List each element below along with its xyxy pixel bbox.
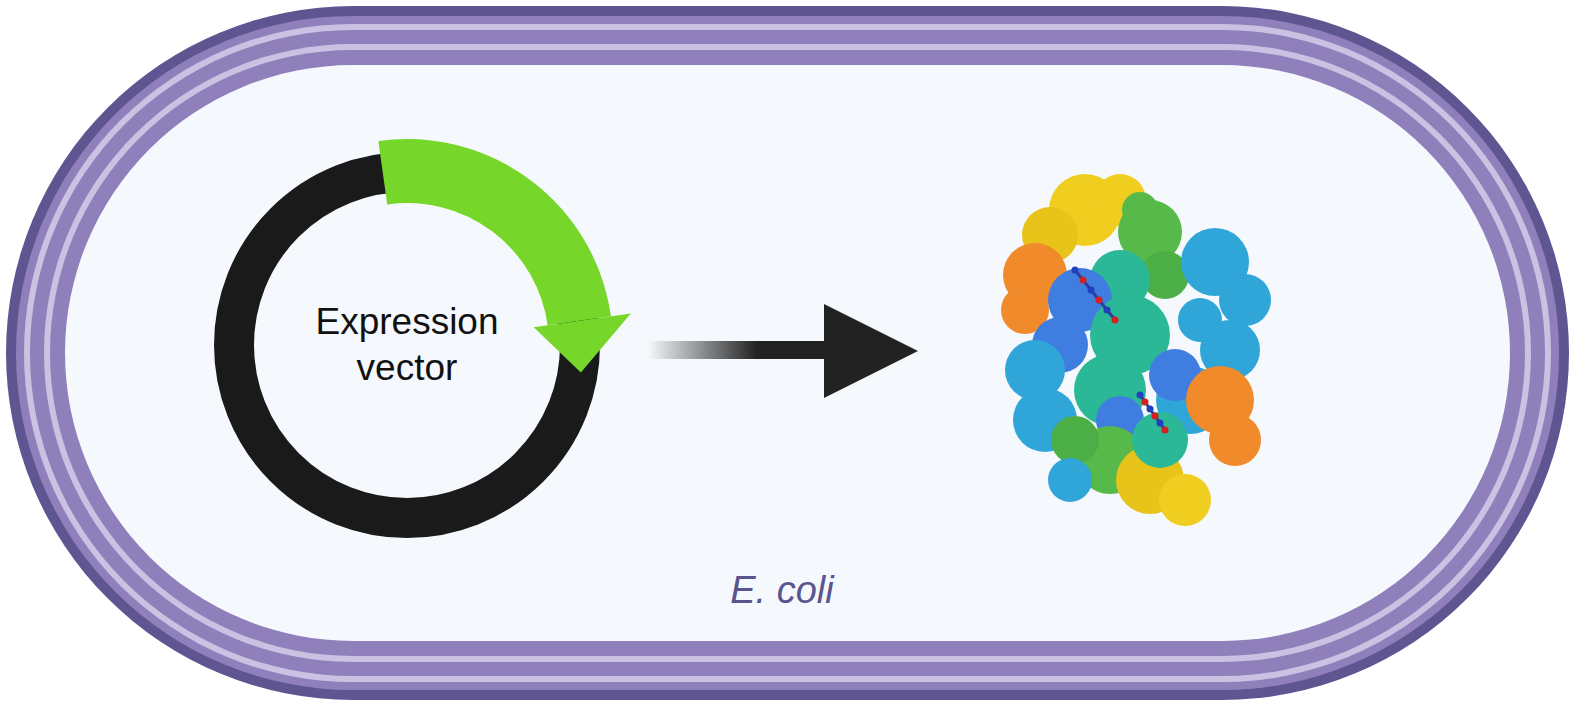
- vector-label: Expression vector: [267, 299, 547, 391]
- process-arrow: [648, 341, 830, 359]
- art-part: [1209, 414, 1261, 466]
- art-part: [1142, 399, 1149, 406]
- art-part: [534, 314, 631, 373]
- art-part: [16, 16, 1559, 690]
- art-part: [44, 44, 1531, 662]
- art-part: [1178, 298, 1222, 342]
- art-part: [1048, 458, 1092, 502]
- art-part: [50, 50, 1525, 656]
- art-part: [1132, 412, 1188, 468]
- art-part: [234, 172, 580, 518]
- plasmid-circle-svg: [214, 152, 600, 538]
- art-part: [6, 6, 1569, 700]
- art-part: [1072, 267, 1079, 274]
- plasmid-circle: Expression vector: [214, 152, 600, 538]
- art-part: [1140, 395, 1165, 430]
- art-part: [24, 24, 1551, 682]
- art-part: [1122, 192, 1158, 228]
- art-part: [1162, 427, 1169, 434]
- art-part: [1157, 420, 1164, 427]
- art-part: [1088, 287, 1095, 294]
- art-part: [30, 30, 1545, 676]
- art-part: [383, 171, 580, 321]
- art-part: [1219, 274, 1271, 326]
- art-part: [1159, 474, 1211, 526]
- art-part: [1152, 413, 1159, 420]
- organism-label: E. coli: [730, 569, 833, 612]
- art-part: [1147, 406, 1154, 413]
- art-part: [1075, 270, 1115, 320]
- process-arrowhead: [824, 304, 918, 398]
- protein-structure: [1001, 174, 1271, 526]
- art-part: [1104, 307, 1111, 314]
- art-part: [1137, 392, 1144, 399]
- art-part: [65, 65, 1510, 641]
- art-part: [1051, 416, 1099, 464]
- art-part: [1096, 297, 1103, 304]
- art-part: [1080, 277, 1087, 284]
- art-part: [1112, 317, 1119, 324]
